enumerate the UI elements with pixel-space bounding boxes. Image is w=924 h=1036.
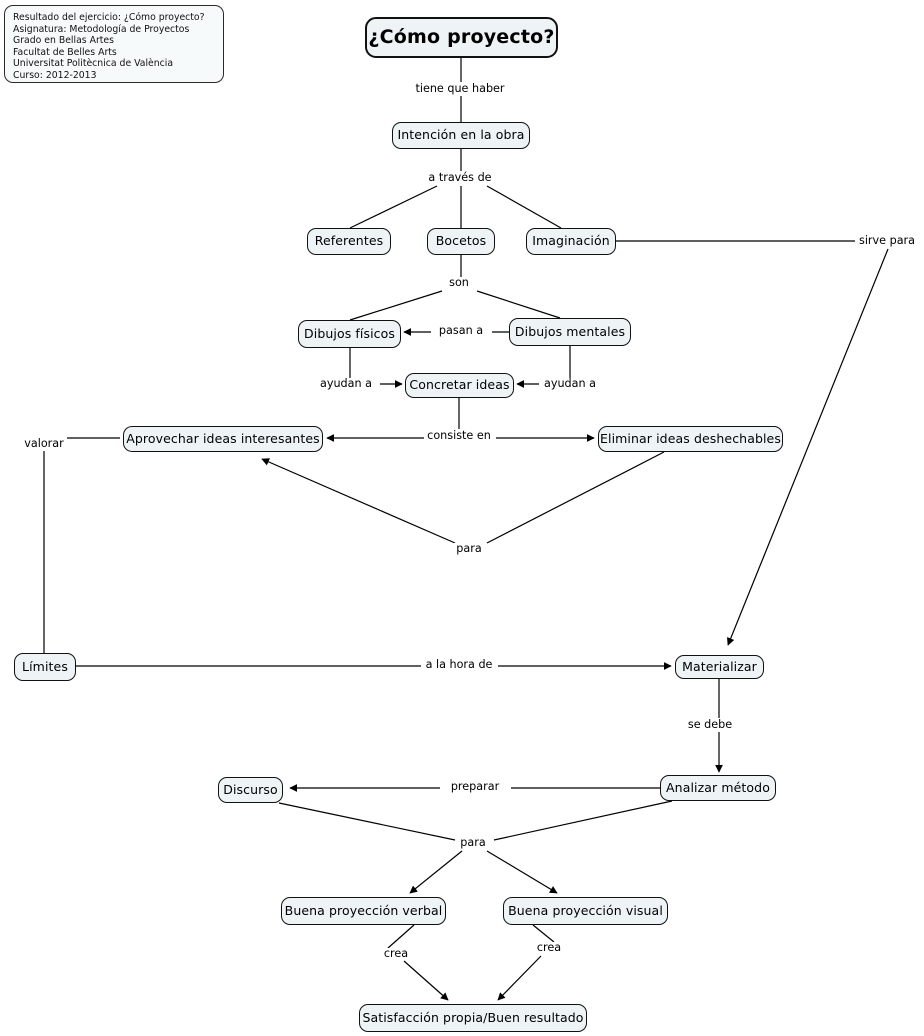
edge-para-verbal bbox=[409, 850, 463, 894]
exercise-info-box: Resultado del ejercicio: ¿Cómo proyecto?… bbox=[4, 5, 224, 83]
link-label-valorar: valorar bbox=[21, 438, 67, 450]
node-discurso[interactable]: Discurso bbox=[218, 777, 283, 803]
edge-crea-satisfaccion-right bbox=[497, 955, 542, 1001]
edge-para-aprovechar bbox=[261, 458, 456, 544]
node-como-proyecto[interactable]: ¿Cómo proyecto? bbox=[365, 17, 558, 58]
link-label-se-debe: se debe bbox=[684, 719, 736, 731]
link-label-son: son bbox=[446, 277, 472, 289]
link-label-crea-right: crea bbox=[533, 942, 565, 954]
edge-analizar-para bbox=[493, 800, 673, 841]
link-label-crea-left: crea bbox=[380, 948, 412, 960]
edge-verbal-crea bbox=[387, 924, 415, 949]
node-buena-proyeccion-visual[interactable]: Buena proyección visual bbox=[503, 897, 668, 925]
node-analizar-metodo[interactable]: Analizar método bbox=[660, 775, 776, 801]
edge-label-imaginacion bbox=[486, 185, 562, 229]
link-label-ayudan-a-left: ayudan a bbox=[316, 378, 376, 390]
node-concretar-ideas[interactable]: Concretar ideas bbox=[405, 373, 514, 398]
link-label-preparar: preparar bbox=[447, 781, 503, 793]
node-limites[interactable]: Límites bbox=[14, 653, 76, 681]
link-label-pasan-a: pasan a bbox=[435, 325, 487, 337]
edge-discurso-para bbox=[278, 802, 456, 841]
node-buena-proyeccion-verbal[interactable]: Buena proyección verbal bbox=[281, 897, 446, 925]
node-dibujos-fisicos[interactable]: Dibujos físicos bbox=[298, 320, 401, 348]
edge-visual-crea bbox=[532, 924, 555, 943]
edge-label-referentes bbox=[349, 185, 438, 229]
link-label-consiste-en: consiste en bbox=[424, 430, 494, 442]
edge-son-fisicos bbox=[349, 290, 443, 321]
node-dibujos-mentales[interactable]: Dibujos mentales bbox=[509, 318, 631, 346]
link-label-a-traves-de: a través de bbox=[425, 172, 495, 184]
node-bocetos[interactable]: Bocetos bbox=[427, 228, 495, 255]
edge-son-mentales bbox=[476, 290, 561, 319]
edge-para-visual bbox=[486, 850, 558, 894]
node-aprovechar-ideas-interesantes[interactable]: Aprovechar ideas interesantes bbox=[123, 426, 323, 452]
link-label-ayudan-a-right: ayudan a bbox=[540, 378, 600, 390]
edge-crea-satisfaccion-left bbox=[403, 960, 449, 1001]
node-eliminar-ideas-deshechables[interactable]: Eliminar ideas deshechables bbox=[598, 426, 783, 452]
edge-eliminar-para bbox=[486, 451, 665, 544]
node-materializar[interactable]: Materializar bbox=[675, 655, 764, 679]
node-satisfaccion-propia-buen-resultado[interactable]: Satisfacción propia/Buen resultado bbox=[359, 1004, 587, 1032]
link-label-para-upper: para bbox=[453, 543, 485, 555]
node-imaginacion[interactable]: Imaginación bbox=[526, 228, 616, 255]
node-intencion-en-la-obra[interactable]: Intención en la obra bbox=[392, 122, 530, 149]
node-referentes[interactable]: Referentes bbox=[307, 228, 391, 255]
link-label-tiene-que-haber: tiene que haber bbox=[412, 83, 508, 95]
link-label-sirve-para: sirve para bbox=[855, 235, 919, 247]
link-label-para-lower: para bbox=[457, 837, 489, 849]
link-label-a-la-hora-de: a la hora de bbox=[422, 659, 496, 671]
